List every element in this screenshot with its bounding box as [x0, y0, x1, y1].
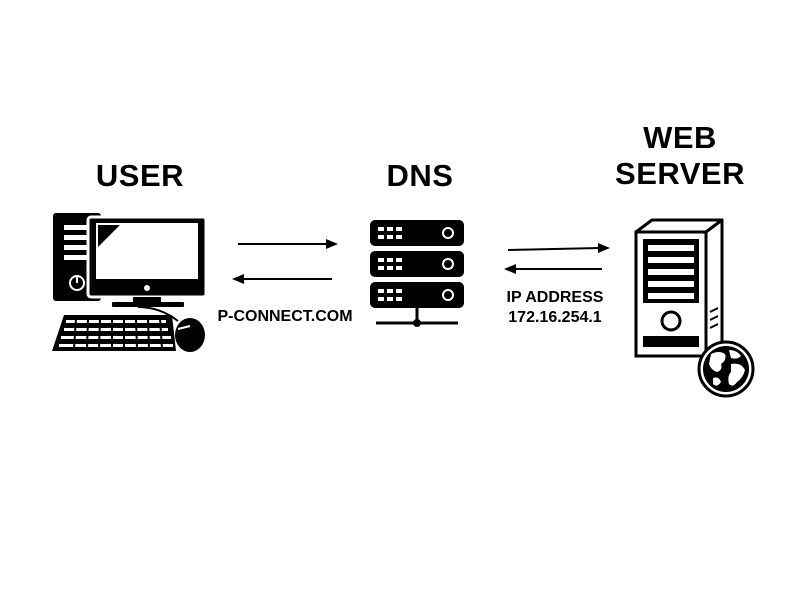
dns-server-rack-icon: [370, 220, 464, 327]
arrow-dns-to-user: [232, 274, 332, 284]
server-unit: [370, 220, 464, 246]
web-server-title-line1: WEB: [643, 120, 717, 155]
ip-address-label: IP ADDRESS 172.16.254.1: [480, 288, 630, 328]
ip-address-value: 172.16.254.1: [508, 309, 602, 326]
arrow-dns-to-webserver: [507, 243, 610, 253]
desktop-computer-icon: [52, 213, 208, 352]
dns-title-text: DNS: [386, 158, 454, 193]
globe-icon: [697, 340, 755, 398]
web-server-title: WEB SERVER: [600, 120, 760, 192]
web-server-tower-icon: [634, 218, 724, 358]
ip-address-caption: IP ADDRESS: [506, 289, 604, 306]
dns-title: DNS: [350, 158, 490, 194]
web-server-title-line2: SERVER: [615, 156, 745, 191]
domain-label: P-CONNECT.COM: [217, 308, 353, 325]
user-title-text: USER: [95, 158, 185, 193]
server-unit: [370, 282, 464, 308]
server-unit: [370, 251, 464, 277]
arrow-webserver-to-dns: [504, 264, 602, 274]
user-title: USER: [60, 158, 220, 194]
arrow-user-to-dns: [238, 239, 338, 249]
